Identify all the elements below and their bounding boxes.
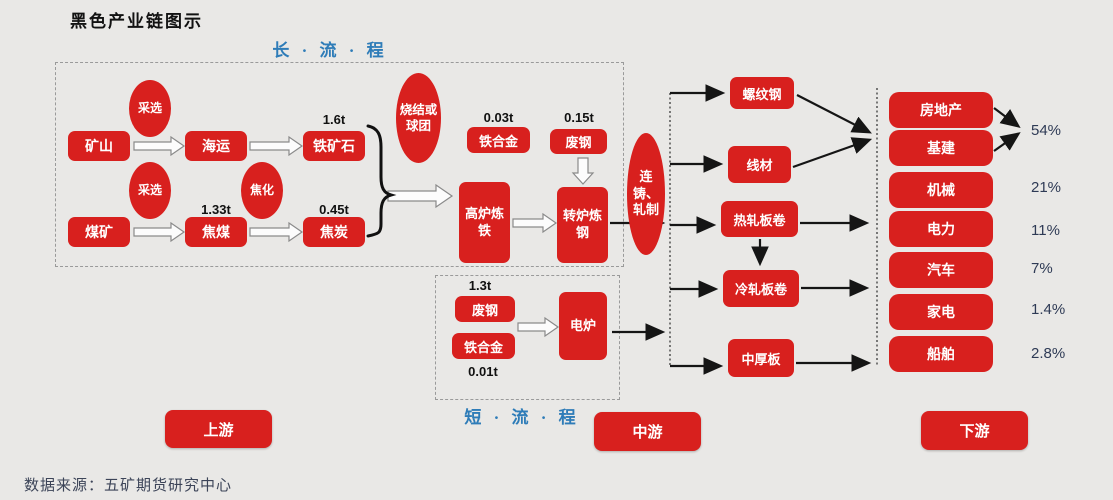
qty-scrap: 0.15t bbox=[564, 110, 594, 125]
node-blast-furnace: 高炉炼铁 bbox=[459, 182, 510, 263]
short-process-label: 短 · 流 · 程 bbox=[464, 408, 580, 427]
node-mine: 矿山 bbox=[68, 131, 130, 161]
qty-ferroalloy: 0.03t bbox=[483, 110, 514, 125]
long-process-frame bbox=[55, 62, 624, 267]
node-shipping: 海运 bbox=[185, 131, 247, 161]
page-title: 黑色产业链图示 bbox=[70, 12, 203, 31]
qty-ferroalloy-short: 0.01t bbox=[468, 364, 498, 379]
short-process-frame bbox=[435, 275, 620, 400]
node-scrap-short: 废钢 bbox=[455, 296, 515, 322]
node-sinter-pellet: 烧结或球团 bbox=[396, 73, 441, 163]
node-coke: 焦炭 bbox=[303, 217, 365, 247]
node-converter: 转炉炼钢 bbox=[557, 187, 608, 263]
qty-iron-ore: 1.6t bbox=[322, 112, 346, 127]
share-ships: 2.8% bbox=[1031, 345, 1066, 362]
share-power: 11% bbox=[1031, 222, 1060, 239]
node-product-plate: 中厚板 bbox=[728, 339, 794, 377]
node-ferroalloy-short: 铁合金 bbox=[452, 333, 515, 359]
stage-downstream: 下游 bbox=[921, 411, 1028, 450]
share-construction: 54% bbox=[1031, 122, 1062, 139]
node-sector-auto: 汽车 bbox=[889, 252, 993, 288]
stage-upstream: 上游 bbox=[165, 410, 272, 448]
share-appliances: 1.4% bbox=[1031, 301, 1066, 318]
node-coal-mine: 煤矿 bbox=[68, 217, 130, 247]
qty-coke: 0.45t bbox=[319, 202, 349, 217]
node-sector-infrastructure: 基建 bbox=[889, 130, 993, 166]
node-sector-appliances: 家电 bbox=[889, 294, 993, 330]
qty-coking-coal: 1.33t bbox=[201, 202, 231, 217]
node-beneficiation-bottom: 采选 bbox=[129, 162, 171, 219]
node-sector-machinery: 机械 bbox=[889, 172, 993, 208]
node-beneficiation-top: 采选 bbox=[129, 80, 171, 137]
qty-scrap-short: 1.3t bbox=[468, 278, 492, 293]
node-product-rebar: 螺纹钢 bbox=[730, 77, 794, 109]
node-electric-furnace: 电炉 bbox=[559, 292, 607, 360]
hollow-arrows bbox=[133, 135, 595, 338]
node-product-cold-rolled-coil: 冷轧板卷 bbox=[723, 270, 799, 307]
node-coking-coal: 焦煤 bbox=[185, 217, 247, 247]
node-coking: 焦化 bbox=[241, 162, 283, 219]
node-ferroalloy: 铁合金 bbox=[467, 127, 530, 153]
node-sector-ships: 船舶 bbox=[889, 336, 993, 372]
node-sector-power: 电力 bbox=[889, 211, 993, 247]
node-casting-rolling: 连铸、轧制 bbox=[627, 133, 665, 255]
node-sector-real-estate: 房地产 bbox=[889, 92, 993, 128]
node-iron-ore: 铁矿石 bbox=[303, 131, 365, 161]
stage-midstream: 中游 bbox=[594, 412, 701, 451]
long-process-label: 长 · 流 · 程 bbox=[272, 41, 388, 60]
share-auto: 7% bbox=[1031, 260, 1053, 277]
node-product-hot-rolled-coil: 热轧板卷 bbox=[721, 201, 798, 237]
share-machinery: 21% bbox=[1031, 179, 1062, 196]
node-product-wire-rod: 线材 bbox=[728, 146, 791, 183]
distribution-lines bbox=[669, 88, 878, 366]
node-scrap: 废钢 bbox=[550, 129, 607, 154]
data-source: 数据来源：五矿期货研究中心 bbox=[24, 477, 233, 494]
brace bbox=[366, 124, 397, 238]
